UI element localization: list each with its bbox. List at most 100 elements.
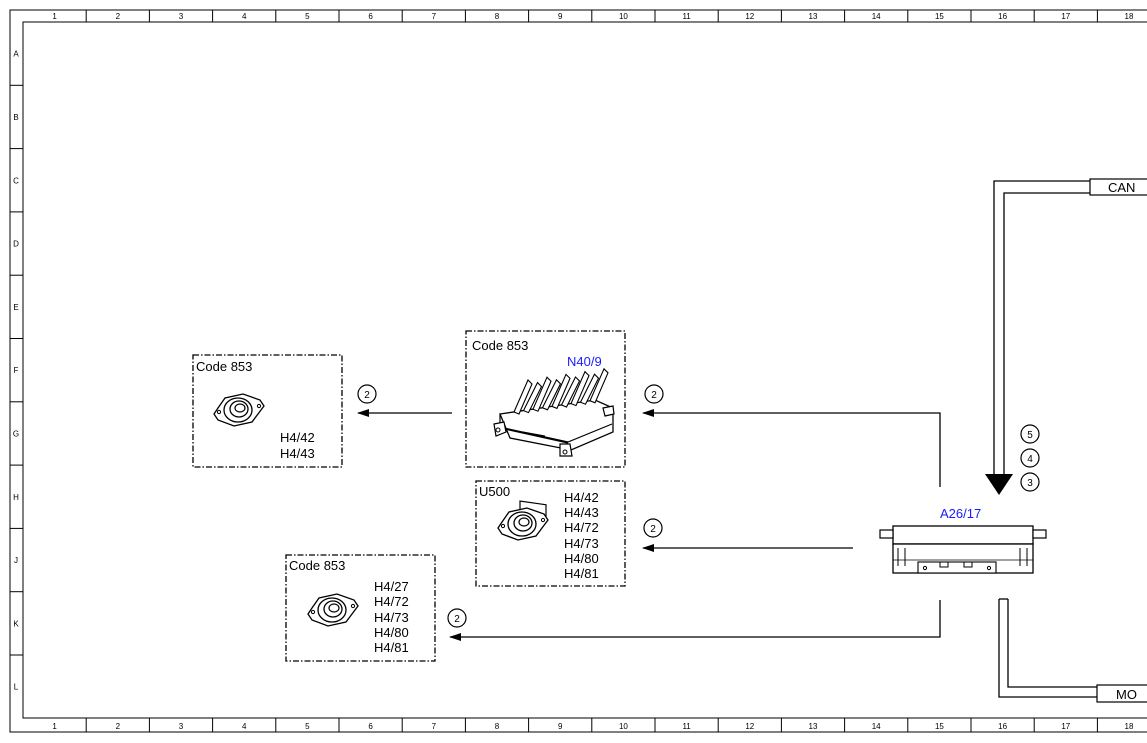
grid-row-label: C bbox=[13, 176, 19, 185]
grid-column-label: 16 bbox=[998, 722, 1007, 731]
can-bus-line: CAN bbox=[985, 178, 1147, 495]
grid-column-label: 1 bbox=[52, 722, 57, 731]
grid-column-label: 18 bbox=[1125, 722, 1134, 731]
circled-markers: 2 2 2 2 5 4 3 bbox=[357, 384, 1040, 628]
grid-column-label: 7 bbox=[432, 12, 437, 21]
component-box-bottom: Code 853 H4/27 H4/72 H4/73 H4/80 H4/81 bbox=[285, 554, 436, 662]
part-label: H4/81 bbox=[374, 640, 409, 655]
part-label: H4/73 bbox=[374, 610, 409, 625]
component-radio-unit: A26/17 bbox=[879, 506, 1047, 574]
can-label: CAN bbox=[1108, 180, 1135, 195]
grid-row-label: A bbox=[13, 50, 19, 59]
amplifier-icon bbox=[493, 367, 615, 518]
svg-text:2: 2 bbox=[364, 390, 370, 401]
part-label: H4/80 bbox=[564, 551, 599, 566]
grid-column-label: 9 bbox=[558, 722, 563, 731]
grid-row-label: H bbox=[13, 493, 19, 502]
component-box-left-top: Code 853 H4/42 H4/43 bbox=[192, 354, 343, 468]
grid-column-label: 14 bbox=[872, 12, 881, 21]
marker-circle: 2 bbox=[447, 608, 467, 628]
box-title: U500 bbox=[479, 484, 510, 499]
grid-column-label: 16 bbox=[998, 12, 1007, 21]
part-label: H4/27 bbox=[374, 579, 409, 594]
grid-column-label: 13 bbox=[809, 12, 818, 21]
grid-column-label: 4 bbox=[242, 722, 247, 731]
signal-lines bbox=[357, 409, 941, 641]
marker-circle: 3 bbox=[1020, 472, 1040, 492]
part-label: H4/42 bbox=[280, 430, 315, 445]
grid-row-label: L bbox=[14, 683, 19, 692]
most-bus-line: MO bbox=[998, 598, 1147, 703]
most-connector-label-box bbox=[1096, 684, 1147, 703]
outer-frame bbox=[9, 9, 1147, 733]
svg-text:2: 2 bbox=[454, 614, 460, 625]
grid-column-label: 15 bbox=[935, 12, 944, 21]
grid-column-label: 18 bbox=[1125, 12, 1134, 21]
speaker-icon bbox=[497, 507, 549, 541]
box-title: Code 853 bbox=[472, 338, 528, 353]
grid-column-label: 8 bbox=[495, 12, 500, 21]
box-title: Code 853 bbox=[196, 359, 252, 374]
grid-column-label: 3 bbox=[179, 722, 184, 731]
svg-text:4: 4 bbox=[1027, 454, 1033, 465]
svg-text:2: 2 bbox=[650, 524, 656, 535]
grid-column-label: 17 bbox=[1061, 12, 1070, 21]
part-label: H4/80 bbox=[374, 625, 409, 640]
component-box-u500: U500 H4/42 H4/43 H4/72 H4/73 H4/80 H4/81 bbox=[475, 480, 626, 587]
part-label: H4/72 bbox=[374, 594, 409, 609]
grid-column-label: 2 bbox=[116, 12, 121, 21]
grid-row-label: E bbox=[13, 303, 18, 312]
grid-column-label: 9 bbox=[558, 12, 563, 21]
speaker-icon bbox=[307, 593, 359, 627]
marker-circle: 2 bbox=[357, 384, 377, 404]
grid-column-label: 8 bbox=[495, 722, 500, 731]
part-label: H4/42 bbox=[564, 490, 599, 505]
marker-circle: 2 bbox=[644, 384, 664, 404]
grid-column-label: 5 bbox=[305, 722, 310, 731]
speaker-icon bbox=[213, 393, 265, 427]
svg-text:3: 3 bbox=[1027, 478, 1033, 489]
grid-column-label: 1 bbox=[52, 12, 57, 21]
grid-column-label: 13 bbox=[809, 722, 818, 731]
part-label: H4/81 bbox=[564, 566, 599, 581]
marker-circle: 2 bbox=[643, 518, 663, 538]
grid-column-label: 14 bbox=[872, 722, 881, 731]
grid-column-label: 17 bbox=[1061, 722, 1070, 731]
can-connector-label-box bbox=[1089, 178, 1147, 196]
grid-column-label: 12 bbox=[745, 722, 754, 731]
grid-row-label: B bbox=[13, 113, 18, 122]
inner-frame bbox=[22, 21, 1147, 719]
marker-circle: 4 bbox=[1020, 448, 1040, 468]
part-label: H4/43 bbox=[564, 505, 599, 520]
grid-row-label: D bbox=[13, 240, 19, 249]
grid-column-label: 7 bbox=[432, 722, 437, 731]
heatsink-fins bbox=[513, 367, 609, 415]
grid-column-label: 15 bbox=[935, 722, 944, 731]
most-label: MO bbox=[1116, 687, 1137, 702]
grid-row-label: J bbox=[14, 556, 18, 565]
grid-column-label: 2 bbox=[116, 722, 121, 731]
grid-column-label: 12 bbox=[745, 12, 754, 21]
grid-column-label: 6 bbox=[368, 722, 373, 731]
grid-column-label: 6 bbox=[368, 12, 373, 21]
grid-column-label: 10 bbox=[619, 722, 628, 731]
svg-text:5: 5 bbox=[1027, 430, 1033, 441]
head-unit-icon bbox=[879, 525, 1047, 574]
component-box-amplifier: Code 853 N40/9 bbox=[465, 330, 626, 518]
grid-column-label: 11 bbox=[682, 722, 691, 731]
part-label: H4/73 bbox=[564, 536, 599, 551]
part-label: H4/72 bbox=[564, 520, 599, 535]
component-id-label: A26/17 bbox=[940, 506, 981, 521]
grid-column-label: 4 bbox=[242, 12, 247, 21]
marker-circle: 5 bbox=[1020, 424, 1040, 444]
grid-column-label: 3 bbox=[179, 12, 184, 21]
box-title: Code 853 bbox=[289, 558, 345, 573]
grid-column-label: 11 bbox=[682, 12, 691, 21]
component-id-label: N40/9 bbox=[567, 354, 602, 369]
grid-row-label: F bbox=[14, 366, 19, 375]
grid-column-label: 10 bbox=[619, 12, 628, 21]
